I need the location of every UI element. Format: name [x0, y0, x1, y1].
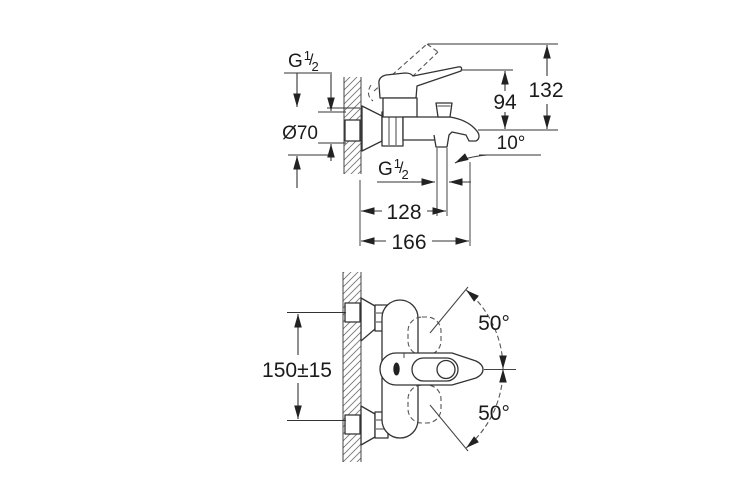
dim-wall-to-outlet: 128 [359, 180, 446, 246]
s-union-bottom [344, 405, 389, 446]
dim-lever-angle-down-label: 50° [478, 402, 510, 425]
dim-overall-height-label: 132 [528, 79, 563, 102]
side-view: G1/2 Ø70 94 132 [282, 43, 564, 254]
dim-wall-thread-label: G1/2 [288, 48, 319, 74]
dim-spout-angle-label: 10° [497, 133, 526, 154]
dim-escutcheon-diameter: Ø70 [282, 74, 346, 161]
dim-lever-angle-down: 50° [429, 368, 510, 452]
dim-overall-height: 132 [478, 45, 564, 131]
dim-wall-to-spout: 166 [361, 162, 471, 254]
front-view: 150±15 50° 50° [262, 272, 516, 462]
mixer-body-side [378, 66, 480, 148]
dim-outlet-height: 94 [461, 69, 517, 129]
dim-pipe-spacing: 150±15 [262, 311, 346, 422]
lever-cap [436, 359, 456, 380]
lever-position-dashed-up [407, 316, 442, 356]
s-union-side [344, 105, 404, 152]
dim-outlet-thread-label: G1/2 [378, 156, 409, 182]
lever-handle [378, 66, 463, 99]
mixer-body-spout [402, 116, 480, 142]
dim-wall-to-spout-label: 166 [391, 231, 426, 254]
dim-pipe-spacing-label: 150±15 [262, 359, 332, 382]
dim-escutcheon-diameter-label: Ø70 [282, 123, 318, 144]
cartridge-housing [382, 97, 418, 118]
dim-outlet-height-label: 94 [493, 91, 517, 114]
dim-lever-angle-up: 50° [429, 286, 510, 370]
diverter-knob [435, 102, 453, 118]
lever-slot [393, 362, 400, 376]
dim-outlet-thread: G1/2 [377, 148, 471, 216]
lever-front [379, 352, 484, 386]
dim-spout-angle: 10° [454, 133, 541, 164]
dim-lever-angle-up-label: 50° [478, 312, 510, 335]
shower-outlet [433, 134, 450, 148]
dim-wall-to-outlet-label: 128 [386, 201, 421, 224]
